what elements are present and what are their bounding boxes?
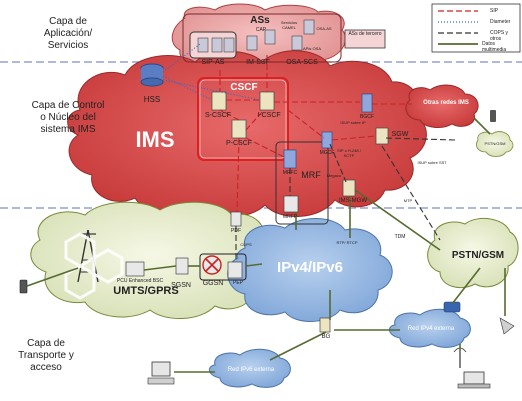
- osa-scs-label: OSA-SCS: [286, 59, 318, 66]
- pstn-gsm-small-cloud: [476, 131, 514, 157]
- hss-database-icon: [140, 63, 164, 87]
- pdf-label: PDF: [231, 228, 241, 234]
- sgsn-label: SGSN: [171, 282, 191, 289]
- pep-label: PEP: [232, 280, 243, 286]
- cell-hexagons: [64, 232, 124, 300]
- layer-label-transport: Capa de Transporte y acceso: [18, 338, 74, 373]
- legend-diameter-label: Diameter: [490, 19, 511, 25]
- mrfp-label: MRFP: [282, 214, 298, 220]
- mrf-server-icons: [283, 149, 299, 213]
- legend-sip-label: SIP: [490, 8, 499, 14]
- cops-links: [235, 137, 456, 262]
- ipv4-ipv6-cloud-label: IPv4/IPv6: [277, 259, 343, 276]
- ggsn-router-icon: [199, 253, 247, 281]
- mrf-box: [275, 141, 329, 225]
- bg-label: BG: [321, 334, 331, 340]
- red-ipv6-cloud: [208, 348, 291, 388]
- mrf-label: MRF: [301, 170, 321, 180]
- cscf-server-icons: [211, 91, 275, 139]
- pstn-gsm-cloud-label: PSTN/GSM: [451, 250, 505, 261]
- satellite-dish-icon: [499, 317, 515, 335]
- ass-title: ASs: [250, 15, 270, 26]
- p-cscf-label: P-CSCF: [225, 140, 253, 147]
- mobile-phone-icon: [19, 110, 496, 294]
- bgcf-label: BGCF: [360, 114, 374, 120]
- legend-media-label: Datos multimedia: [482, 41, 507, 53]
- layer-label-application: Capa de Aplicación/ Servicios: [43, 16, 93, 51]
- media-links: [26, 117, 506, 373]
- ggsn-label: GGSN: [202, 280, 224, 287]
- im-ssf-label: IM-SSF: [246, 59, 270, 66]
- pstn-gw-label: PSTN/GSM: [484, 141, 506, 146]
- link-label-mtp: MTP: [403, 198, 413, 203]
- i-cscf-label: I-CSCF: [257, 112, 281, 119]
- wireless-antenna-icon: [453, 347, 467, 368]
- link-label-cops: COPS: [240, 242, 252, 247]
- ims-cloud-label: IMS: [135, 127, 175, 152]
- cap-label: CAP: [255, 27, 267, 33]
- laptop-icon: [457, 371, 491, 389]
- sip-links: [219, 55, 412, 213]
- server-icons-application: [197, 19, 315, 53]
- red-ipv4-cloud-label: Red IPv4 externa: [407, 326, 455, 332]
- link-label-isup-ss7: ISUP sobre SS7: [417, 160, 447, 165]
- telephone-icon: [443, 301, 461, 313]
- hss-label: HSS: [143, 95, 161, 104]
- link-label-tdm: TDM: [394, 234, 406, 240]
- legend-swatches: [438, 10, 478, 45]
- ims-mgw-label: IMS-MGW: [339, 198, 367, 204]
- otras-redes-cloud-label: Otras redes IMS: [423, 100, 469, 106]
- control-nodes: [125, 93, 389, 333]
- link-label-sip-mgcf: SIP o H.248 / SCTP: [337, 148, 361, 158]
- mrfc-label: MRFC: [282, 170, 298, 176]
- otras-redes-ims-cloud: [405, 84, 479, 128]
- link-label-megaco: Megaco: [326, 173, 342, 178]
- ass-box: [182, 13, 342, 63]
- umts-gprs-cloud-label: UMTS/GPRS: [113, 285, 179, 297]
- s-cscf-label: S-CSCF: [204, 112, 232, 119]
- pcu-label: PCU Enhanced BSC: [116, 278, 164, 284]
- sgw-label: SGW: [391, 131, 409, 138]
- legend-cops-label: COPS y otros: [490, 30, 509, 42]
- pstn-gsm-cloud: [427, 217, 519, 288]
- osa-as-label: OSA-AS: [316, 26, 332, 31]
- cscf-title: CSCF: [230, 82, 258, 93]
- link-label-isup-sip: ISUP sobre IP: [340, 120, 366, 125]
- apis-osa-label: APIs OSA: [302, 46, 321, 51]
- mgcf-label: MGCF: [319, 150, 335, 156]
- red-ipv4-cloud: [388, 308, 471, 348]
- sip-as-label: SIP-AS: [201, 59, 225, 66]
- diameter-links: [162, 43, 261, 101]
- cscf-inner-box: [199, 79, 287, 159]
- computer-icon: [147, 361, 175, 385]
- red-ipv6-cloud-label: Red IPv6 externa: [227, 367, 275, 373]
- ass-tercero-box: [344, 29, 386, 49]
- ass-tercero-label: ASs de tercero: [348, 31, 382, 37]
- layer-label-control: Capa de Control o Núcleo del sistema IMS: [31, 100, 105, 135]
- cscf-box: [197, 77, 289, 161]
- link-label-rtp-rtcp: RTP/ RTCP: [336, 240, 358, 245]
- servicios-camel-label: Servicios CAMEL: [280, 20, 298, 30]
